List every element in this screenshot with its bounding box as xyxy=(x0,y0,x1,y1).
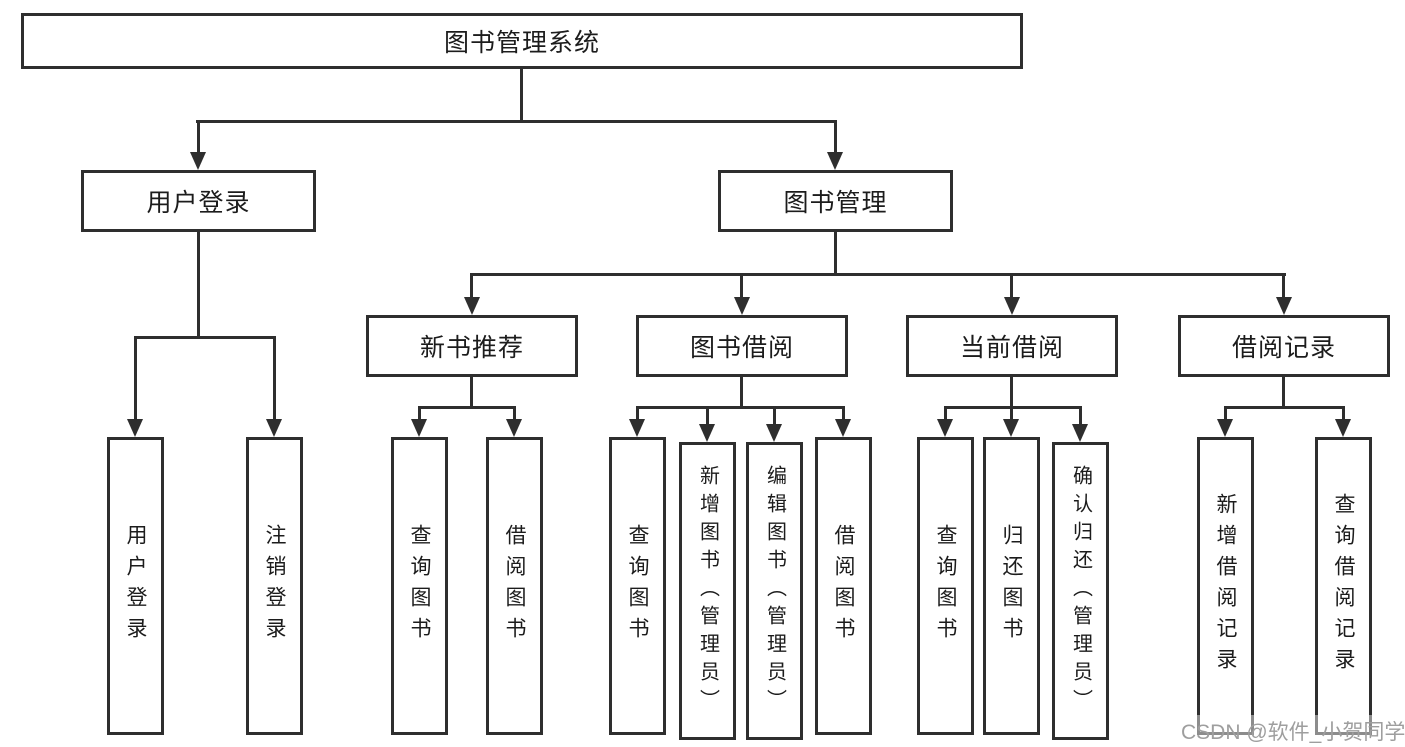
arrow-down-icon xyxy=(464,297,480,315)
leaf-borrow-book: 借阅图书 xyxy=(815,437,872,735)
connector-line xyxy=(944,406,1082,409)
connector-line xyxy=(740,273,743,299)
connector-line xyxy=(1224,406,1345,409)
arrow-down-icon xyxy=(1217,419,1233,437)
arrow-down-icon xyxy=(766,424,782,442)
node-borrow-records: 借阅记录 xyxy=(1178,315,1390,377)
connector-line xyxy=(1010,273,1013,299)
node-book-management: 图书管理 xyxy=(718,170,953,232)
node-book-borrow: 图书借阅 xyxy=(636,315,848,377)
arrow-down-icon xyxy=(629,419,645,437)
node-new-book-recommend: 新书推荐 xyxy=(366,315,578,377)
node-current-borrow: 当前借阅 xyxy=(906,315,1118,377)
arrow-down-icon xyxy=(1335,419,1351,437)
leaf-return-book: 归还图书 xyxy=(983,437,1040,735)
arrow-down-icon xyxy=(835,419,851,437)
connector-line xyxy=(471,273,1286,276)
leaf-label: 编辑图书（管理员） xyxy=(763,465,786,717)
leaf-query-book-recommend: 查询图书 xyxy=(391,437,448,735)
connector-line xyxy=(1224,406,1227,421)
arrow-down-icon xyxy=(1004,297,1020,315)
leaf-label: 查询图书 xyxy=(626,524,649,648)
arrow-down-icon xyxy=(937,419,953,437)
connector-line xyxy=(470,377,473,408)
node-user-login: 用户登录 xyxy=(81,170,316,232)
connector-line xyxy=(1282,273,1285,299)
arrow-down-icon xyxy=(699,424,715,442)
connector-line xyxy=(134,336,137,421)
arrow-down-icon xyxy=(1072,424,1088,442)
leaf-logout: 注销登录 xyxy=(246,437,303,735)
connector-line xyxy=(197,120,200,154)
arrow-down-icon xyxy=(190,152,206,170)
connector-line xyxy=(636,406,845,409)
connector-line xyxy=(834,120,837,154)
leaf-label: 新增借阅记录 xyxy=(1214,493,1237,679)
leaf-label: 用户登录 xyxy=(124,524,147,648)
connector-line xyxy=(273,336,276,421)
leaf-label: 查询图书 xyxy=(408,524,431,648)
arrow-down-icon xyxy=(734,297,750,315)
connector-line xyxy=(513,406,516,421)
connector-line xyxy=(944,406,947,421)
connector-line xyxy=(706,406,709,424)
leaf-add-book-admin: 新增图书（管理员） xyxy=(679,442,736,740)
connector-line xyxy=(1010,377,1013,408)
leaf-edit-book-admin: 编辑图书（管理员） xyxy=(746,442,803,740)
connector-line xyxy=(470,273,473,299)
leaf-query-book-borrow: 查询图书 xyxy=(609,437,666,735)
connector-line xyxy=(197,232,200,339)
connector-line xyxy=(773,406,776,424)
leaf-query-book-current: 查询图书 xyxy=(917,437,974,735)
arrow-down-icon xyxy=(411,419,427,437)
leaf-label: 借阅图书 xyxy=(832,524,855,648)
node-library-system: 图书管理系统 xyxy=(21,13,1023,69)
connector-line xyxy=(842,406,845,421)
arrow-down-icon xyxy=(1276,297,1292,315)
arrow-down-icon xyxy=(827,152,843,170)
connector-line xyxy=(1010,406,1013,421)
leaf-add-borrow-record: 新增借阅记录 xyxy=(1197,437,1254,735)
connector-line xyxy=(418,406,421,421)
arrow-down-icon xyxy=(266,419,282,437)
leaf-label: 查询图书 xyxy=(934,524,957,648)
leaf-label: 归还图书 xyxy=(1000,524,1023,648)
leaf-label: 注销登录 xyxy=(263,524,286,648)
leaf-user-login: 用户登录 xyxy=(107,437,164,735)
connector-line xyxy=(636,406,639,421)
connector-line xyxy=(196,120,837,123)
leaf-borrow-book-recommend: 借阅图书 xyxy=(486,437,543,735)
connector-line xyxy=(1282,377,1285,408)
connector-line xyxy=(834,232,837,275)
leaf-confirm-return-admin: 确认归还（管理员） xyxy=(1052,442,1109,740)
arrow-down-icon xyxy=(1003,419,1019,437)
connector-line xyxy=(1079,406,1082,424)
leaf-query-borrow-record: 查询借阅记录 xyxy=(1315,437,1372,735)
leaf-label: 查询借阅记录 xyxy=(1332,493,1355,679)
csdn-watermark: CSDN @软件_小贺同学 xyxy=(1178,715,1405,747)
connector-line xyxy=(520,69,523,120)
leaf-label: 新增图书（管理员） xyxy=(696,465,719,717)
connector-line xyxy=(418,406,516,409)
arrow-down-icon xyxy=(506,419,522,437)
leaf-label: 借阅图书 xyxy=(503,524,526,648)
connector-line xyxy=(740,377,743,408)
leaf-label: 确认归还（管理员） xyxy=(1069,465,1092,717)
connector-line xyxy=(1342,406,1345,421)
arrow-down-icon xyxy=(127,419,143,437)
connector-line xyxy=(134,336,276,339)
